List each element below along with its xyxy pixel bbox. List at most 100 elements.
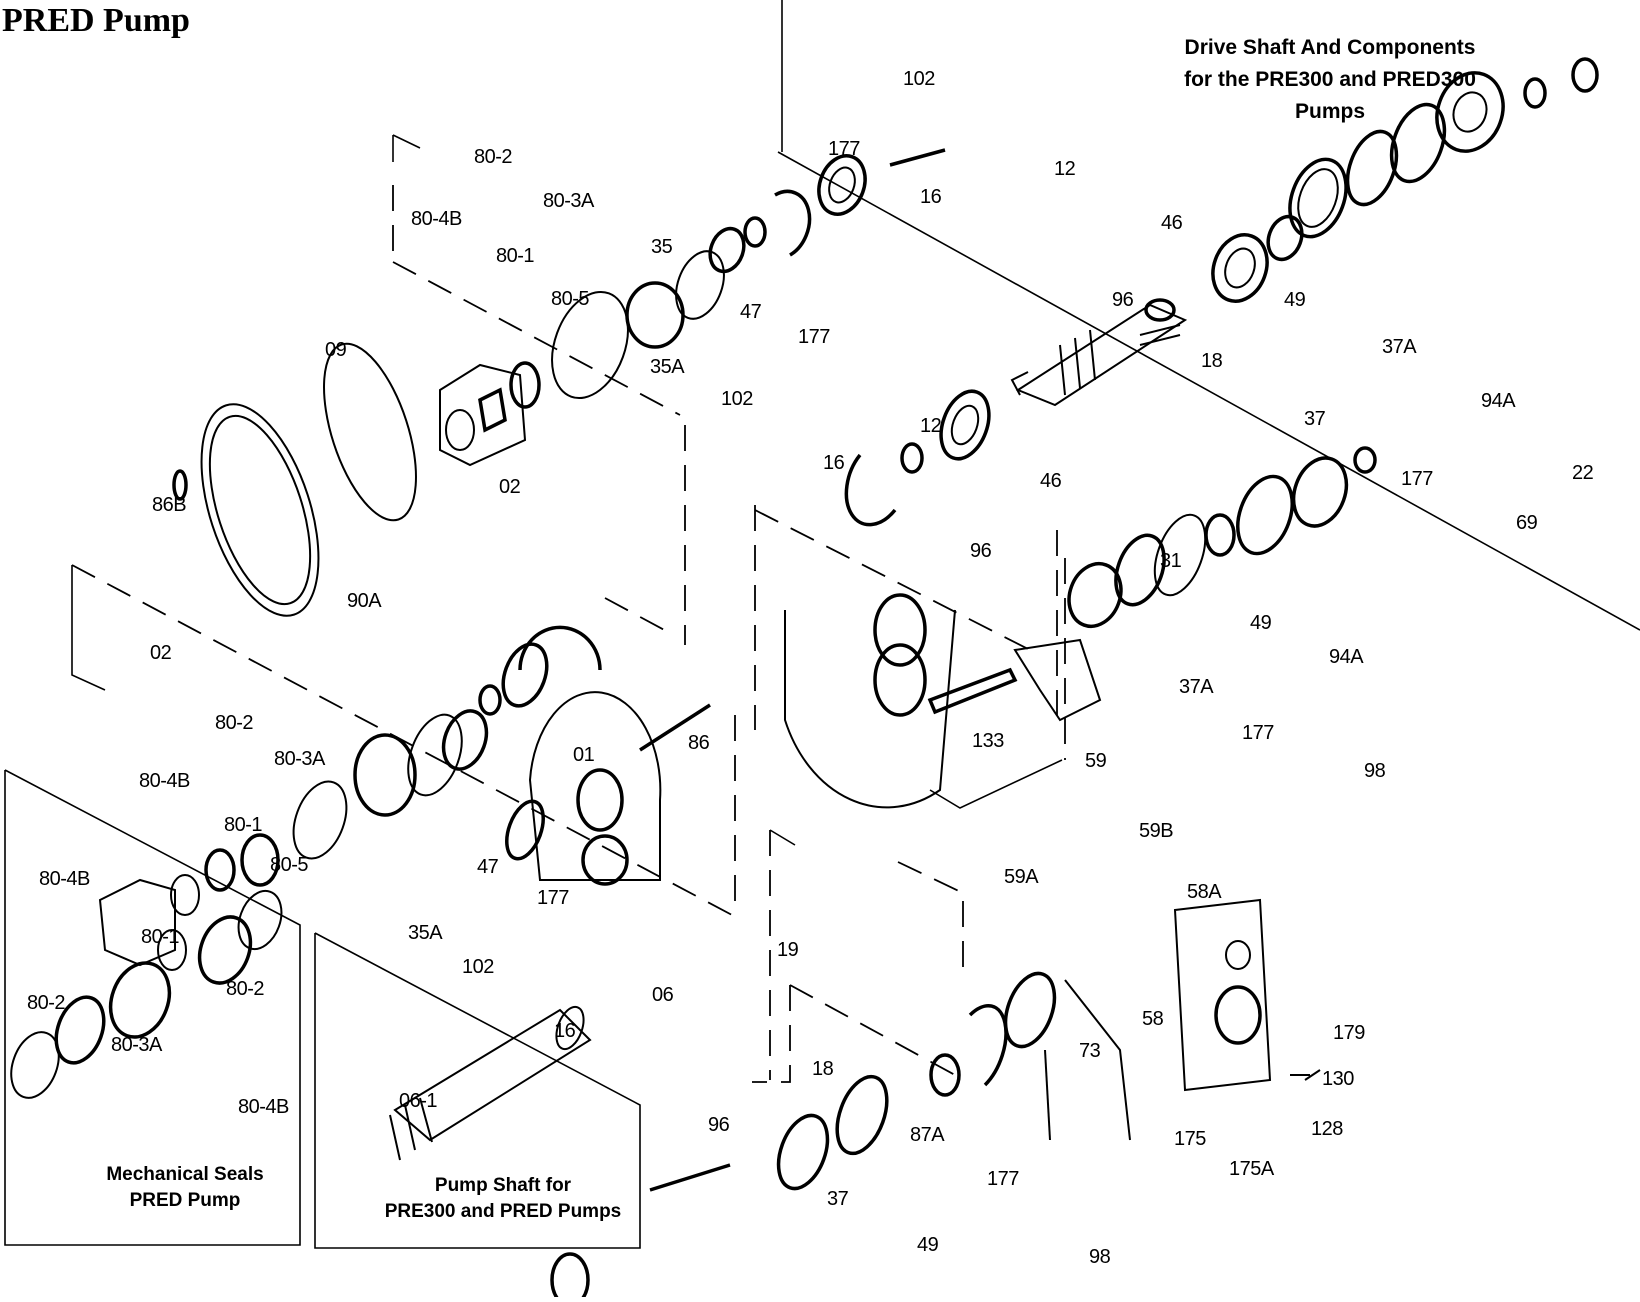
part-label: 59A <box>1004 866 1039 888</box>
part-label: 80-2 <box>474 146 512 168</box>
part-label: 133 <box>972 730 1004 752</box>
lower-seal-components <box>240 625 711 887</box>
part-label: 59 <box>1085 750 1107 772</box>
part-label: 175 <box>1174 1128 1206 1150</box>
part-label: 09 <box>325 339 347 361</box>
part-label: 22 <box>1572 462 1594 484</box>
lower-drive-shaft-and-bearings <box>844 389 1377 629</box>
drive-shaft-caption: Drive Shaft And Components for the PRE30… <box>1160 32 1500 128</box>
part-label: 49 <box>917 1234 939 1256</box>
part-label: 80-2 <box>215 712 253 734</box>
part-label: 46 <box>1161 212 1183 234</box>
caption-line: Pumps <box>1294 100 1365 123</box>
part-label: 80-4B <box>238 1096 289 1118</box>
page-title: PRED Pump <box>2 2 190 39</box>
part-label: 18 <box>812 1058 834 1080</box>
part-label: 102 <box>462 956 494 978</box>
part-label: 96 <box>970 540 992 562</box>
pump-shaft-drawing <box>389 1005 592 1161</box>
part-label: 177 <box>1242 722 1274 744</box>
upper-seal-components <box>439 148 946 467</box>
part-label: 177 <box>828 138 860 160</box>
part-label: 47 <box>740 301 762 323</box>
part-label: 49 <box>1250 612 1272 634</box>
part-label: 80-3A <box>274 748 326 770</box>
pump-shaft-box <box>314 932 641 1249</box>
gasket-09-and-cover <box>172 342 417 617</box>
drive-shaft-callout-frame <box>777 0 1640 631</box>
part-label: 80-4B <box>39 868 90 890</box>
part-label: 58 <box>1142 1008 1164 1030</box>
bearing-housing-dashed-group <box>752 505 1066 1083</box>
lower-housing-components <box>550 898 1321 1302</box>
part-label: 80-3A <box>111 1034 163 1056</box>
part-label: 12 <box>1054 158 1076 180</box>
part-label: 69 <box>1516 512 1538 534</box>
part-label: 16 <box>554 1020 576 1042</box>
caption-line: PRE300 and PRED Pumps <box>384 1201 622 1222</box>
part-label: 80-1 <box>141 926 179 948</box>
part-label: 80-4B <box>411 208 462 230</box>
part-label: 80-1 <box>496 245 534 267</box>
part-label: 18 <box>1201 350 1223 372</box>
part-label: 177 <box>1401 468 1433 490</box>
part-label: 16 <box>823 452 845 474</box>
part-label: 175A <box>1229 1158 1275 1180</box>
part-label: 59B <box>1139 820 1173 842</box>
part-label: 06 <box>652 984 674 1006</box>
mechanical-seals-box <box>4 769 301 1246</box>
part-label: 90A <box>347 590 382 612</box>
part-labels: 102 80-2 177 16 12 80-3A 80-4B 35 46 80-… <box>27 68 1594 1268</box>
part-label: 35 <box>651 236 673 258</box>
caption-line: Drive Shaft And Components <box>1184 36 1476 59</box>
part-label: 94A <box>1481 390 1516 412</box>
part-label: 86 <box>688 732 710 754</box>
part-label: 35A <box>408 922 443 944</box>
part-label: 87A <box>910 1124 945 1146</box>
part-label: 58A <box>1187 881 1222 903</box>
part-label: 73 <box>1079 1040 1101 1062</box>
part-label: 80-1 <box>224 814 262 836</box>
caption-line: Pump Shaft for <box>434 1175 572 1196</box>
part-label: 177 <box>987 1168 1019 1190</box>
part-label: 177 <box>537 887 569 909</box>
part-label: 02 <box>499 476 521 498</box>
lower-seal-dashed-group <box>71 564 736 916</box>
part-label: 80-2 <box>226 978 264 1000</box>
drive-shaft-upper <box>1010 298 1188 407</box>
part-label: 96 <box>1112 289 1134 311</box>
caption-line: for the PRE300 and PRED300 <box>1184 68 1476 91</box>
part-label: 35A <box>650 356 685 378</box>
part-label: 80-2 <box>27 992 65 1014</box>
part-label: 06-1 <box>399 1090 437 1112</box>
mechanical-seals-caption: Mechanical Seals PRED Pump <box>80 1162 290 1214</box>
mechanical-seal-parts <box>10 848 283 1099</box>
bearing-housing-body <box>784 593 1102 809</box>
part-label: 80-4B <box>139 770 190 792</box>
drive-shaft-upper-rings <box>1211 57 1599 303</box>
part-label: 47 <box>477 856 499 878</box>
part-label: 94A <box>1329 646 1364 668</box>
part-label: 19 <box>777 939 799 961</box>
part-label: 80-3A <box>543 190 595 212</box>
part-label: 130 <box>1322 1068 1354 1090</box>
part-label: 128 <box>1311 1118 1343 1140</box>
part-label: 102 <box>903 68 935 90</box>
caption-line: PRED Pump <box>129 1190 241 1211</box>
part-label: 86B <box>152 494 186 516</box>
pump-shaft-caption: Pump Shaft for PRE300 and PRED Pumps <box>368 1173 638 1225</box>
part-label: 37 <box>1304 408 1326 430</box>
part-label: 98 <box>1089 1246 1111 1268</box>
part-label: 37A <box>1179 676 1214 698</box>
part-label: 49 <box>1284 289 1306 311</box>
part-label: 16 <box>920 186 942 208</box>
part-label: 12 <box>920 415 942 437</box>
part-label: 01 <box>573 744 595 766</box>
part-label: 37 <box>827 1188 849 1210</box>
part-label: 177 <box>798 326 830 348</box>
part-label: 37A <box>1382 336 1417 358</box>
caption-line: Mechanical Seals <box>106 1164 264 1185</box>
part-label: 02 <box>150 642 172 664</box>
part-label: 80-5 <box>270 854 308 876</box>
